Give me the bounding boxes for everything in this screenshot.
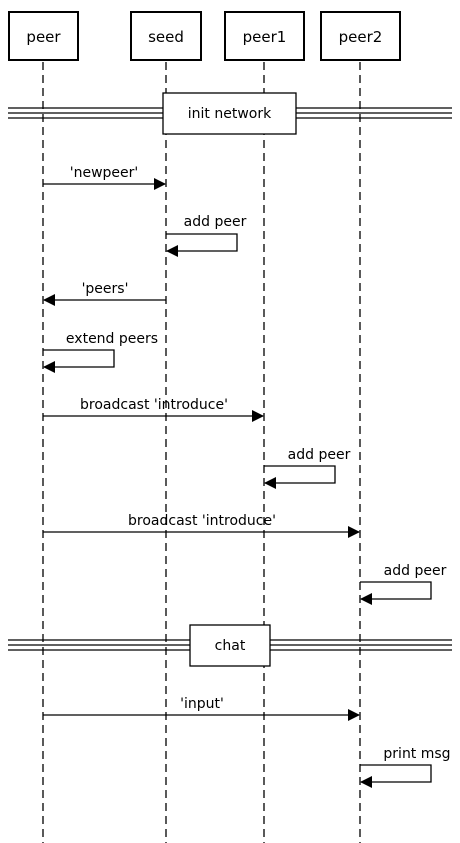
message-label: 'newpeer' <box>70 165 139 181</box>
participant-label: peer <box>26 28 61 46</box>
message-extend-peers: extend peers <box>43 331 158 373</box>
section-label: chat <box>215 638 246 654</box>
message-add-peer-seed: add peer <box>166 214 247 257</box>
message-label: add peer <box>288 447 351 463</box>
participant-peer: peer <box>8 11 79 61</box>
message-label: broadcast 'introduce' <box>80 397 228 413</box>
participant-peer1: peer1 <box>224 11 305 61</box>
message-newpeer: 'newpeer' <box>43 165 166 190</box>
message-add-peer-peer2: add peer <box>360 563 447 605</box>
message-broadcast-introduce-peer2: broadcast 'introduce' <box>43 513 360 538</box>
message-label: extend peers <box>66 331 158 347</box>
message-label: print msg <box>383 746 450 762</box>
participant-label: peer1 <box>243 28 287 46</box>
message-label: 'peers' <box>82 281 129 297</box>
message-peers: 'peers' <box>43 281 166 306</box>
section-divider-chat: chat <box>8 624 452 667</box>
message-input: 'input' <box>43 696 360 721</box>
message-label: add peer <box>384 563 447 579</box>
section-divider-init-network: init network <box>8 92 452 135</box>
participant-peer2: peer2 <box>320 11 401 61</box>
message-label: add peer <box>184 214 247 230</box>
participant-label: seed <box>148 28 184 46</box>
participant-seed: seed <box>130 11 202 61</box>
message-add-peer-peer1: add peer <box>264 447 351 489</box>
participant-label: peer2 <box>339 28 383 46</box>
message-broadcast-introduce-peer1: broadcast 'introduce' <box>43 397 264 422</box>
message-label: 'input' <box>180 696 224 712</box>
message-label: broadcast 'introduce' <box>128 513 276 529</box>
section-label: init network <box>188 106 272 122</box>
message-print-msg: print msg <box>360 746 451 788</box>
